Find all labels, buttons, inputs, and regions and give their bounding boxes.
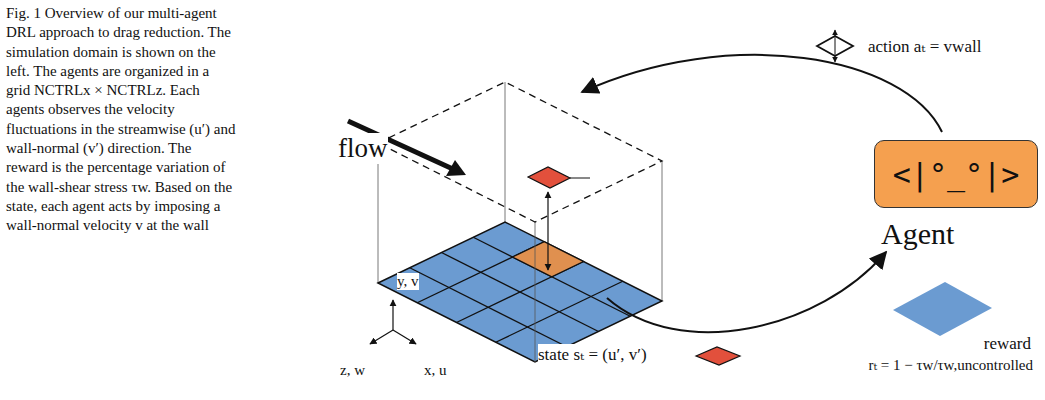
axis-label: x, u bbox=[424, 362, 447, 379]
flow-label: flow bbox=[338, 133, 388, 164]
reward-formula: rₜ = 1 − τw/τw,uncontrolled bbox=[868, 356, 1033, 374]
figure-caption: Fig. 1 Overview of our multi-agent DRL a… bbox=[6, 4, 236, 236]
action-icon-arrow bbox=[835, 30, 836, 62]
reward-label: reward bbox=[984, 334, 1031, 354]
front-edge bbox=[535, 222, 536, 362]
axes bbox=[370, 300, 416, 344]
axis-label: y, v bbox=[397, 273, 419, 290]
grid-lines bbox=[410, 237, 631, 347]
state-patch bbox=[528, 167, 570, 188]
flow-arrow-head bbox=[446, 160, 466, 176]
action-label: action aₜ = vwall bbox=[868, 36, 981, 57]
state-label: state sₜ = (u′, v′) bbox=[538, 344, 647, 365]
grid-line bbox=[496, 281, 623, 342]
axis-label: z, w bbox=[340, 362, 365, 379]
action-loop-arrow bbox=[582, 55, 942, 132]
grid-line bbox=[473, 237, 630, 316]
state-icon bbox=[696, 347, 740, 365]
wall-velocity-arrow bbox=[547, 192, 548, 270]
state-loop-arrow bbox=[607, 252, 886, 332]
agent-heading: Agent bbox=[881, 219, 954, 249]
wall-grid bbox=[378, 222, 662, 362]
agent-face: <|°_°|> bbox=[875, 157, 1037, 192]
reward-icon bbox=[893, 282, 992, 336]
patch-line bbox=[570, 178, 590, 179]
agent-box: <|°_°|>Agent bbox=[874, 140, 1038, 208]
